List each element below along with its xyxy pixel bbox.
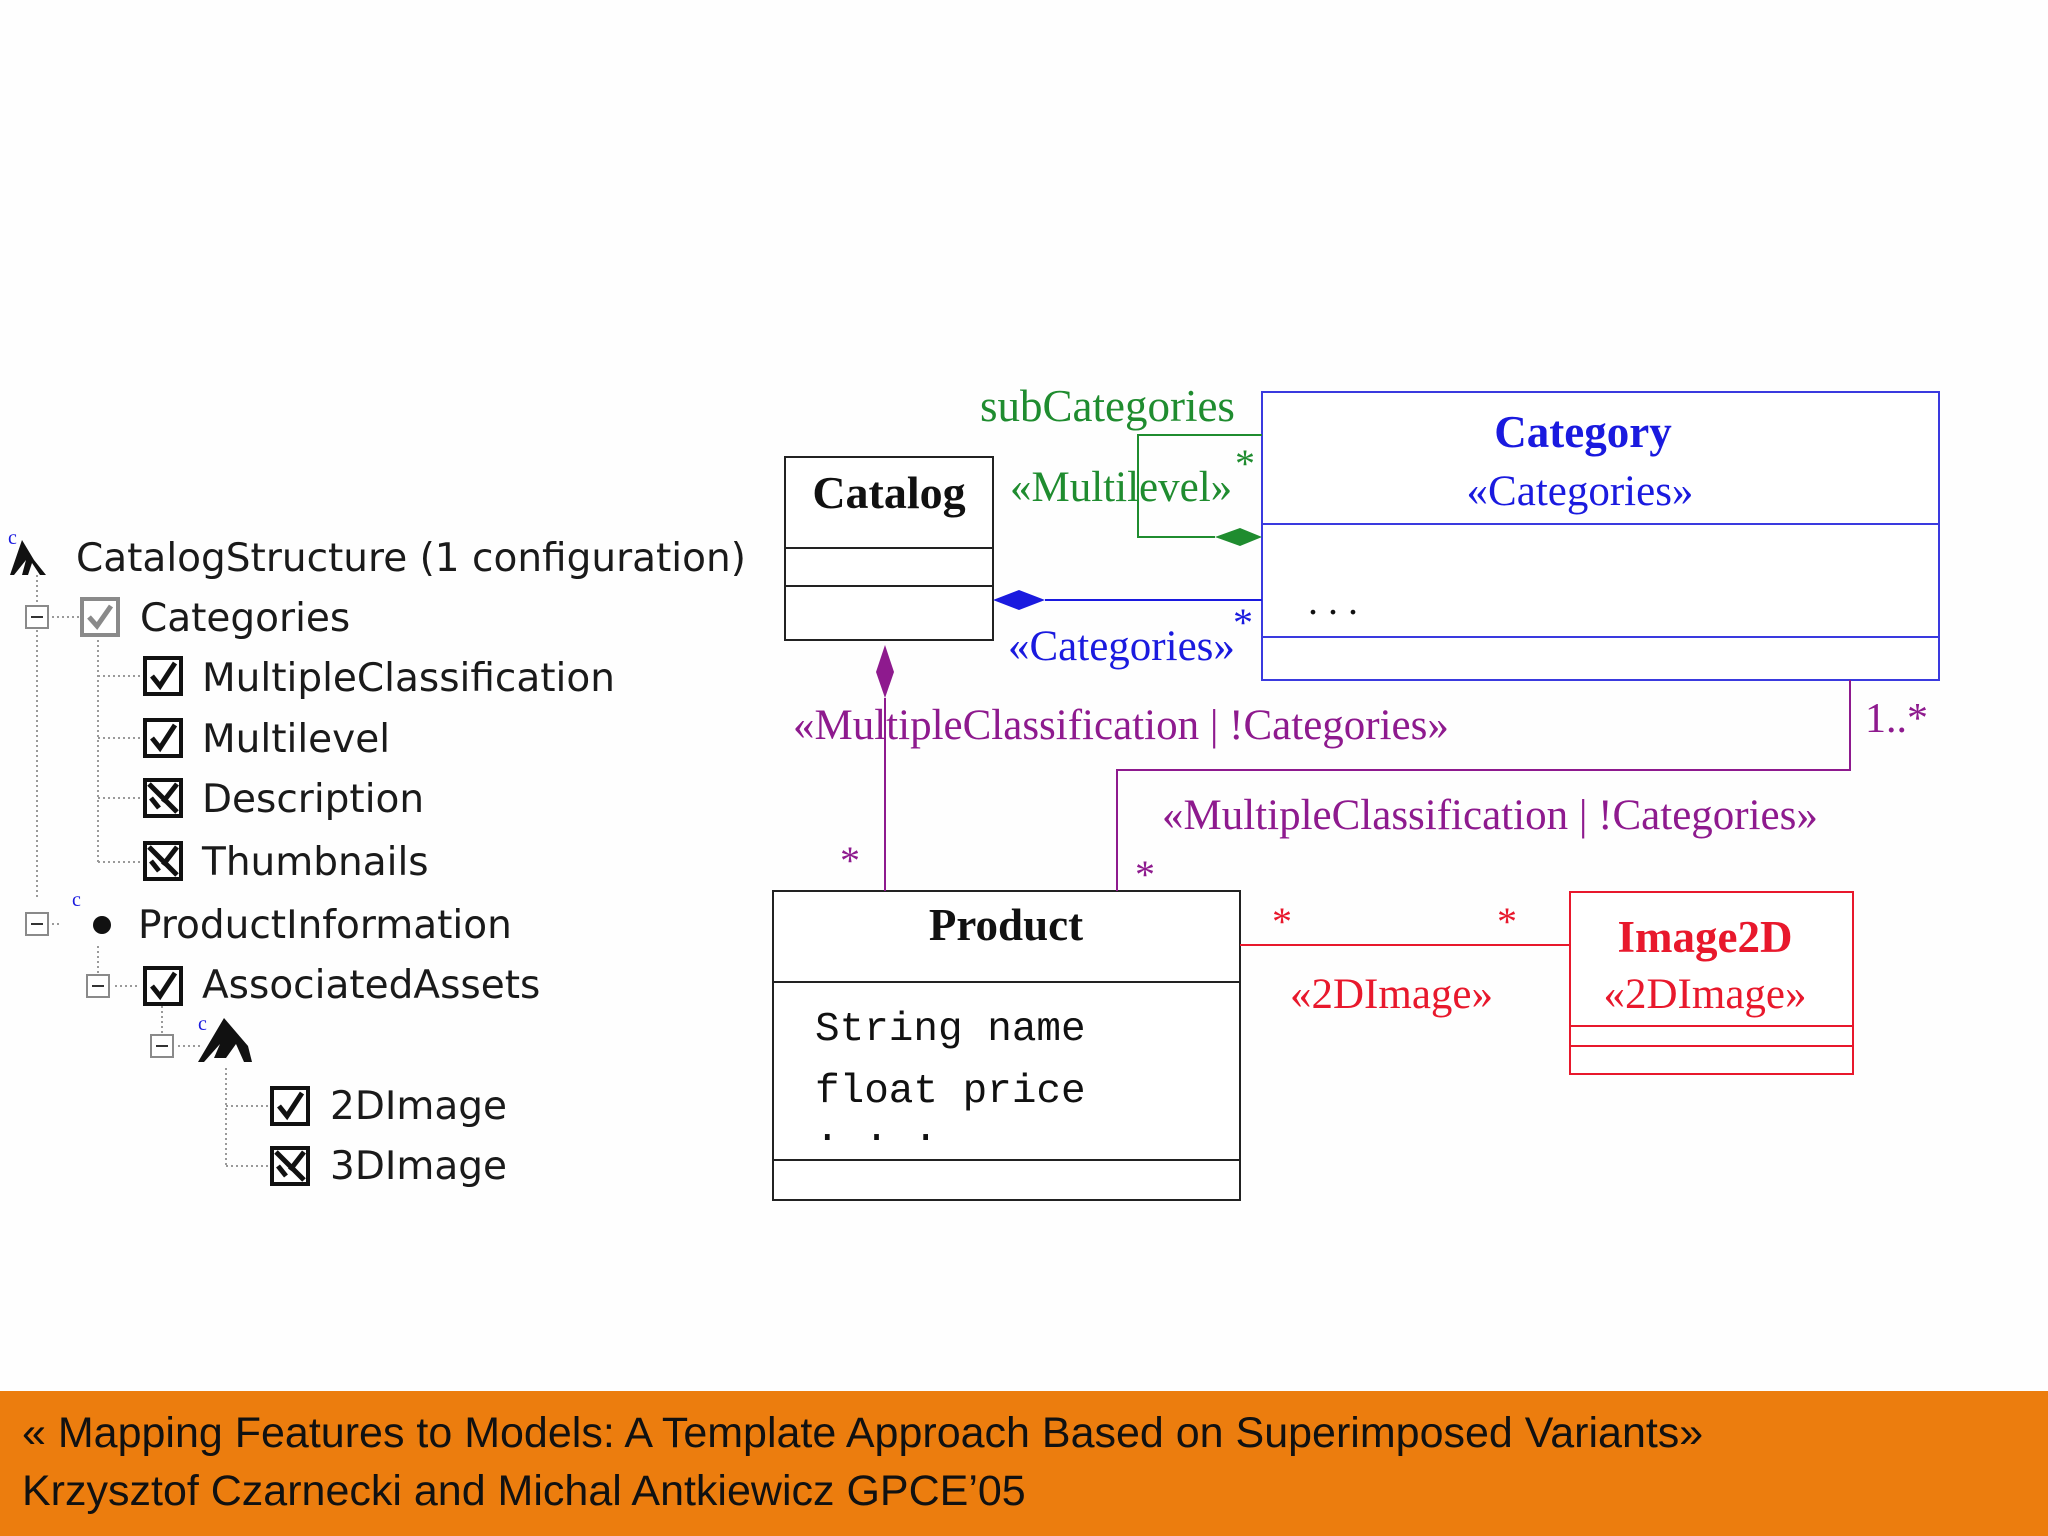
subcategories-label: subCategories [980,381,1235,431]
image2d-checkbox[interactable] [270,1086,310,1126]
tree-categories-label[interactable]: Categories [140,596,351,641]
product-attr-more: . . . [815,1107,938,1153]
citation-title: « Mapping Features to Models: A Template… [22,1409,1704,1457]
image3d-checkbox[interactable] [270,1146,310,1186]
catalog-product-star: * [840,838,860,883]
tree-connectors: c c c [8,527,268,1167]
categories-association[interactable]: «Categories» * [993,590,1262,670]
product-info-badge: c [72,889,81,911]
group-badge: c [198,1013,207,1035]
product-class[interactable]: Product String name float price . . . [772,890,1241,1201]
catalog-name: Catalog [812,467,965,518]
one-many-label: 1..* [1865,696,1928,742]
tree-multilevel-label[interactable]: Multilevel [202,717,391,762]
uml-diagram: Catalog Category «Categories» . . . Prod… [772,381,1940,1201]
citation-authors: Krzysztof Czarnecki and Michal Antkiewic… [22,1467,1026,1515]
tree-product-information-label[interactable]: ProductInformation [138,903,512,948]
tree-description-label[interactable]: Description [202,777,425,822]
category-product-association[interactable]: 1..* «MultipleClassification | !Categori… [1116,680,1928,897]
image2d-class[interactable]: Image2D «2DImage» [1569,891,1854,1075]
description-checkbox[interactable] [143,778,183,818]
tree-associated-assets-label[interactable]: AssociatedAssets [202,963,541,1008]
product-attr-price: float price [815,1069,1086,1115]
category-class[interactable]: Category «Categories» . . . [1261,391,1940,681]
multilevel-label: «Multilevel» [1010,464,1232,511]
multi-class-label-1: «MultipleClassification | !Categories» [793,702,1449,749]
product-image-star: * [1272,899,1292,944]
category-name: Category [1494,407,1672,457]
multilevel-checkbox[interactable] [143,718,183,758]
category-attribute: . . . [1308,578,1358,623]
citation-footer: « Mapping Features to Models: A Template… [0,1391,2048,1536]
catalog-product-association[interactable]: «MultipleClassification | !Categories» * [793,645,1449,891]
multi-class-label-2: «MultipleClassification | !Categories» [1162,792,1818,839]
category-stereotype: «Categories» [1467,468,1694,515]
image2d-name: Image2D [1618,912,1793,962]
category-product-star: * [1135,852,1155,897]
categories-assoc-label: «Categories» [1008,623,1235,670]
image-assoc-label: «2DImage» [1290,971,1493,1018]
image-product-star: * [1497,899,1517,944]
feature-dot-icon [93,916,111,934]
tree-thumbnails-label[interactable]: Thumbnails [202,840,429,885]
image-association[interactable]: * * «2DImage» [1240,899,1570,1018]
tree-multiple-classification-label[interactable]: MultipleClassification [202,656,615,701]
tree-root-label[interactable]: CatalogStructure (1 configuration) [76,536,746,581]
multilevel-association[interactable]: subCategories «Multilevel» * [980,381,1262,546]
thumbnails-checkbox[interactable] [143,841,183,881]
categories-checkbox[interactable] [80,597,120,637]
categories-star: * [1233,600,1253,645]
product-attr-name: String name [815,1007,1086,1053]
multilevel-star: * [1235,441,1255,486]
product-name: Product [929,900,1083,950]
feature-group-icon [198,1018,252,1062]
catalog-class[interactable]: Catalog [784,456,994,641]
concept-root-icon [10,540,46,575]
image2d-stereotype: «2DImage» [1604,971,1807,1018]
root-badge: c [8,527,17,549]
multiple-classification-checkbox[interactable] [143,656,183,696]
associated-assets-checkbox[interactable] [143,966,183,1006]
tree-3dimage-label[interactable]: 3DImage [330,1144,507,1189]
tree-2dimage-label[interactable]: 2DImage [330,1084,507,1129]
